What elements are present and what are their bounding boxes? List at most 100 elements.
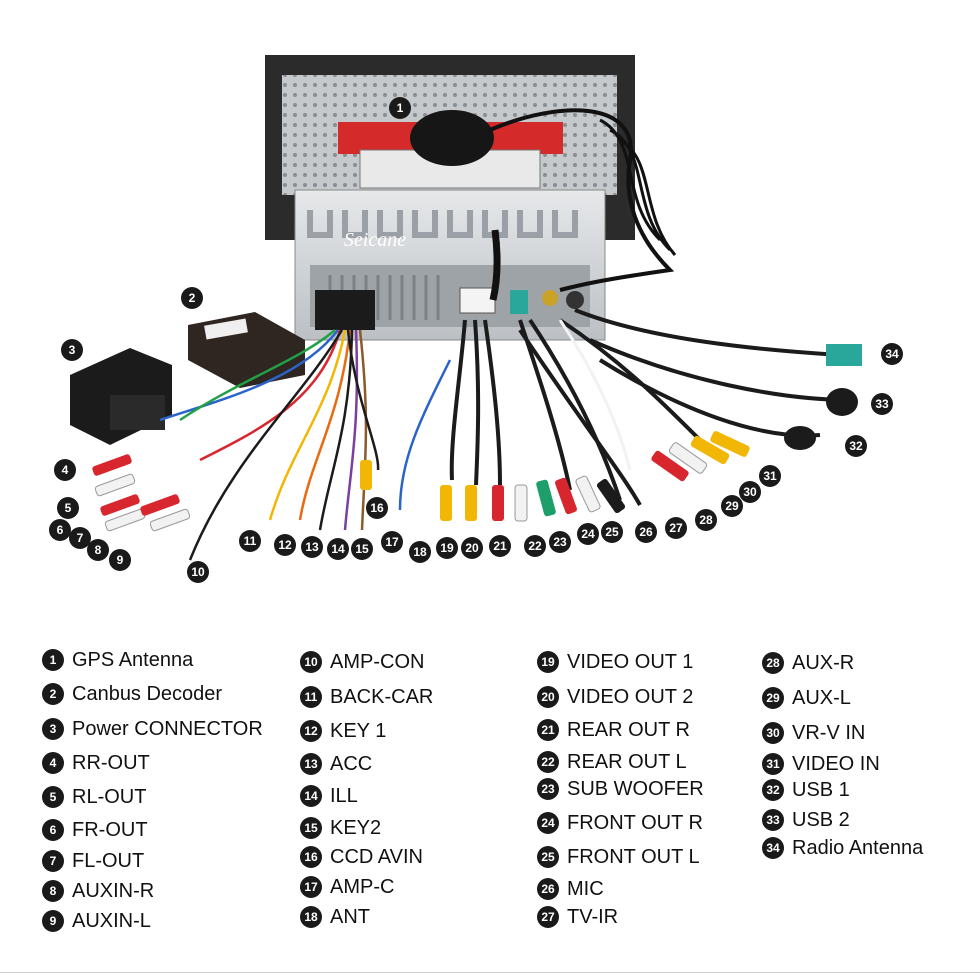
callout-circle [181,287,203,309]
callout-19: 19 [436,537,458,559]
power-connector-block [70,348,172,445]
legend-number-badge: 27 [537,906,559,928]
callout-7: 7 [69,527,91,549]
legend-item-15: 15 KEY2 [300,816,381,840]
callout-number: 26 [639,525,653,539]
wifi-antenna-stub [489,229,501,301]
legend-label: AUX-R [792,651,855,674]
callout-20: 20 [461,537,483,559]
legend-label: USB 2 [792,808,850,831]
callout-number: 28 [699,513,713,527]
callout-31: 31 [759,465,781,487]
usb2-plug [826,388,858,416]
legend-item-11: 11 BACK-CAR [300,685,433,709]
callout-circle [274,534,296,556]
callout-23: 23 [549,531,571,553]
legend-label: FL-OUT [72,849,145,872]
callout-number: 24 [581,527,595,541]
callout-25: 25 [601,521,623,543]
callout-number: 34 [885,347,899,361]
legend-number-badge: 1 [42,649,64,671]
callout-number: 25 [605,525,619,539]
legend-label: FRONT OUT L [567,845,700,868]
legend-label: BACK-CAR [330,685,434,708]
callout-number: 16 [370,501,384,515]
callout-17: 17 [381,531,403,553]
callout-24: 24 [577,523,599,545]
legend-number-badge: 18 [300,906,322,928]
legend-label: KEY2 [330,816,382,839]
legend-number-badge: 25 [537,846,559,868]
callout-4: 4 [54,459,76,481]
callout-number: 30 [743,485,757,499]
callout-10: 10 [187,561,209,583]
legend-number-badge: 16 [300,846,322,868]
callout-circle [327,538,349,560]
callout-number: 18 [413,545,427,559]
callout-30: 30 [739,481,761,503]
legend-label: VIDEO IN [792,752,880,775]
legend-label: RL-OUT [72,785,147,808]
callout-number: 19 [440,541,454,555]
legend-label: Radio Antenna [792,836,924,859]
callout-12: 12 [274,534,296,556]
legend-number-badge: 17 [300,876,322,898]
callout-2: 2 [181,287,203,309]
legend-label: REAR OUT R [567,718,690,741]
legend-number-badge: 6 [42,819,64,841]
callout-number: 22 [528,539,542,553]
legend-number-badge: 11 [300,686,322,708]
legend-number-badge: 7 [42,850,64,872]
head-unit: Seicane [265,55,635,341]
callout-circle [409,541,431,563]
callout-number: 8 [95,543,102,557]
callout-number: 15 [355,542,369,556]
legend-item-7: 7 FL-OUT [42,849,144,873]
legend-label: AMP-C [330,875,395,898]
callout-number: 11 [244,534,257,548]
callout-number: 29 [725,499,739,513]
legend-item-1: 1 GPS Antenna [42,648,193,672]
legend-label: RR-OUT [72,751,150,774]
legend-label: VIDEO OUT 1 [567,650,694,673]
legend-number-badge: 15 [300,817,322,839]
callout-circle [436,537,458,559]
legend-label: VIDEO OUT 2 [567,685,694,708]
callout-18: 18 [409,541,431,563]
legend-label: AMP-CON [330,650,425,673]
legend-label: AUX-L [792,686,851,709]
callout-number: 20 [465,541,479,555]
callout-circle [351,538,373,560]
callout-number: 17 [385,535,399,549]
callout-circle [721,495,743,517]
callout-number: 14 [331,542,345,556]
legend-label: Canbus Decoder [72,682,223,705]
legend-label: REAR OUT L [567,750,687,773]
legend-number-badge: 30 [762,722,784,744]
legend-label: GPS Antenna [72,648,194,671]
legend-number-badge: 22 [537,751,559,773]
callout-circle [366,497,388,519]
callout-circle [524,535,546,557]
callout-3: 3 [61,339,83,361]
callout-circle [187,561,209,583]
callout-9: 9 [109,549,131,571]
callout-circle [577,523,599,545]
radio-port [566,291,584,309]
legend-number-badge: 19 [537,651,559,673]
callout-13: 13 [301,536,323,558]
callout-circle [57,497,79,519]
